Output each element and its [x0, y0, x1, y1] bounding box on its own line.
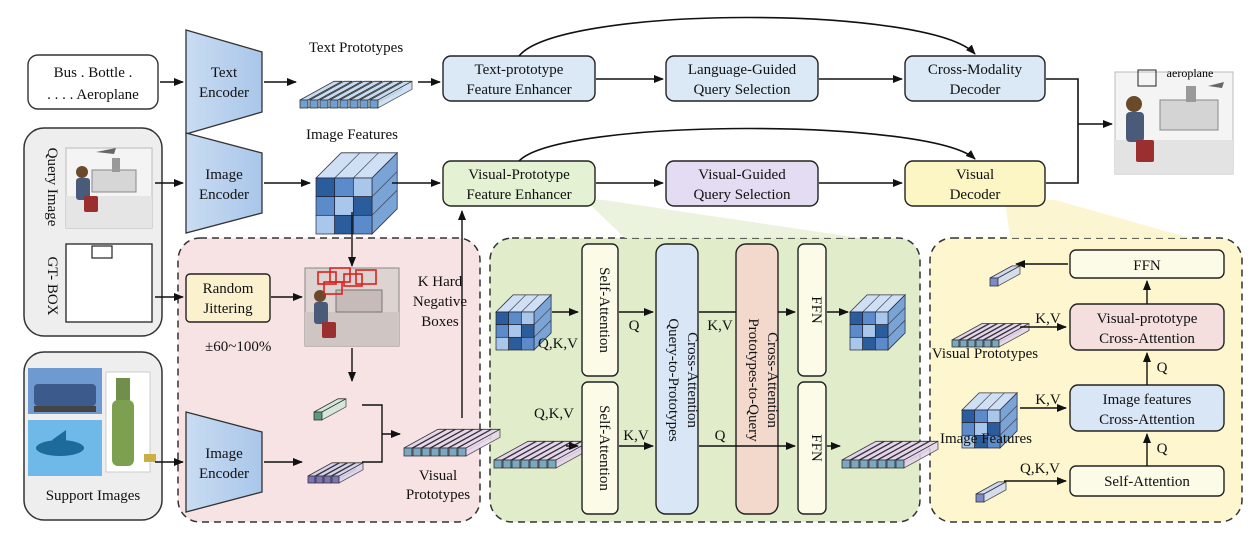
lang-query-line2: Query Selection [693, 82, 791, 98]
query-to-prototypes-cross-attention [655, 243, 699, 515]
green-kv-top: K,V [707, 318, 733, 334]
text-enhancer-line1: Text-prototype [475, 62, 564, 78]
query-image-label: Query Image [44, 148, 60, 227]
output-detection-image [1114, 69, 1234, 175]
image-encoder-top-line2: Encoder [199, 187, 249, 203]
decoder-input-query [975, 481, 1007, 503]
gt-box-label: GT- BOX [44, 256, 60, 315]
image-features-label: Image Features [306, 127, 398, 143]
visual-enhancer-line1: Visual-Prototype [468, 167, 570, 183]
yellow-q1: Q [1157, 360, 1168, 376]
if-cross-line2: Cross-Attention [1099, 412, 1195, 428]
yellow-qkv: Q,K,V [1020, 461, 1060, 477]
image-encoder-bottom [185, 411, 263, 513]
visual-prototypes-icon [403, 428, 501, 457]
cross-modality-line1: Cross-Modality [928, 62, 1023, 78]
gt-box-image [65, 243, 153, 323]
image-features-cube [315, 151, 399, 235]
visual-query-line2: Query Selection [693, 187, 791, 203]
self-attention-bottom [581, 381, 619, 515]
enhancer-input-cube [495, 293, 553, 351]
enhancer-input-prototypes [493, 440, 591, 469]
random-jittering-line2: Jittering [203, 301, 253, 317]
visual-prototypes-line1: Visual [419, 468, 457, 484]
yellow-image-features-cube [961, 391, 1019, 449]
q2p-line1: Query-to-Prototypes [665, 318, 681, 441]
yellow-ffn [1069, 249, 1225, 279]
language-guided-query-selection [665, 55, 819, 102]
hard-negative-boxes-image [304, 267, 400, 347]
support-images-label: Support Images [46, 488, 141, 504]
visual-decoder-line2: Decoder [950, 187, 1001, 203]
ffn-bottom [797, 381, 827, 515]
green-qkv-bottom: Q,K,V [534, 406, 574, 422]
support-images-thumbnail [28, 368, 156, 476]
vp-cross-line2: Cross-Attention [1099, 331, 1195, 347]
text-prototypes-icon [299, 80, 413, 109]
visual-enhancer-line2: Feature Enhancer [466, 187, 571, 203]
green-qkv-top: Q,K,V [538, 336, 578, 352]
query-image-thumbnail [65, 147, 153, 229]
if-cross-line1: Image features [1103, 392, 1192, 408]
yellow-visual-prototypes [951, 322, 1030, 348]
image-encoder-bottom-line1: Image [205, 446, 243, 462]
random-jittering-box [185, 273, 271, 323]
yellow-kv2: K,V [1035, 392, 1061, 408]
lang-query-line1: Language-Guided [688, 62, 797, 78]
text-encoder-label-2: Encoder [199, 85, 249, 101]
visual-query-line1: Visual-Guided [698, 167, 786, 183]
ffn-top [797, 243, 827, 377]
text-enhancer-line2: Feature Enhancer [466, 82, 571, 98]
hard-neg-line1: K Hard [418, 274, 463, 290]
text-encoder [185, 29, 263, 135]
image-encoder-bottom-line2: Encoder [199, 466, 249, 482]
q2p-line2: Cross-Attention [684, 332, 700, 428]
ffn-top-label: FFN [808, 296, 824, 324]
p2q-line2: Cross-Attention [764, 332, 780, 428]
visual-guided-query-selection [665, 160, 819, 207]
yellow-kv1: K,V [1035, 311, 1061, 327]
gt-box-rect [91, 245, 113, 259]
enhancer-output-cube [849, 293, 907, 351]
self-attn-top-label: Self-Attention [596, 267, 612, 353]
image-encoder-top-line1: Image [205, 167, 243, 183]
input-text-line2: . . . . Aeroplane [47, 87, 139, 103]
hard-neg-line2: Negative [413, 294, 467, 310]
text-prototypes-label: Text Prototypes [309, 40, 404, 56]
text-encoder-label-1: Text [211, 65, 238, 81]
ffn-bottom-label: FFN [808, 434, 824, 462]
cross-modality-line2: Decoder [950, 82, 1001, 98]
enhancer-output-prototypes [841, 440, 939, 469]
green-q-top: Q [629, 318, 640, 334]
self-attention-top [581, 243, 619, 377]
input-text-line1: Bus . Bottle . [54, 65, 133, 81]
jitter-range: ±60~100% [205, 339, 271, 355]
cross-modality-decoder [904, 55, 1046, 102]
hard-negative-prototype [313, 398, 347, 421]
enhancer-detail-panel [489, 237, 921, 523]
decoder-zoom-wedge [1005, 200, 1190, 238]
p2q-line1: Prototypes-to-Query [745, 318, 761, 442]
yellow-q2: Q [1157, 441, 1168, 457]
yellow-ffn-label: FFN [1133, 258, 1161, 274]
image-encoder-top [185, 132, 263, 234]
vp-cross-line1: Visual-prototype [1097, 311, 1198, 327]
enhancer-zoom-wedge [585, 200, 860, 238]
visual-decoder [904, 160, 1046, 207]
decoder-output-query [989, 265, 1021, 287]
yellow-image-features-label: Image Features [940, 431, 1032, 447]
input-text-box [27, 54, 159, 110]
hard-neg-line3: Boxes [421, 314, 459, 330]
green-kv-bottom: K,V [623, 428, 649, 444]
output-class-label: aeroplane [1167, 66, 1214, 80]
yellow-self-attention-label: Self-Attention [1104, 474, 1190, 490]
green-q-bottom: Q [715, 428, 726, 444]
support-prototype [307, 462, 364, 484]
visual-decoder-line1: Visual [956, 167, 994, 183]
self-attn-bottom-label: Self-Attention [596, 405, 612, 491]
random-jittering-line1: Random [203, 281, 254, 297]
visual-prototypes-line2: Prototypes [406, 487, 470, 503]
yellow-visual-prototypes-label: Visual Prototypes [932, 346, 1038, 362]
